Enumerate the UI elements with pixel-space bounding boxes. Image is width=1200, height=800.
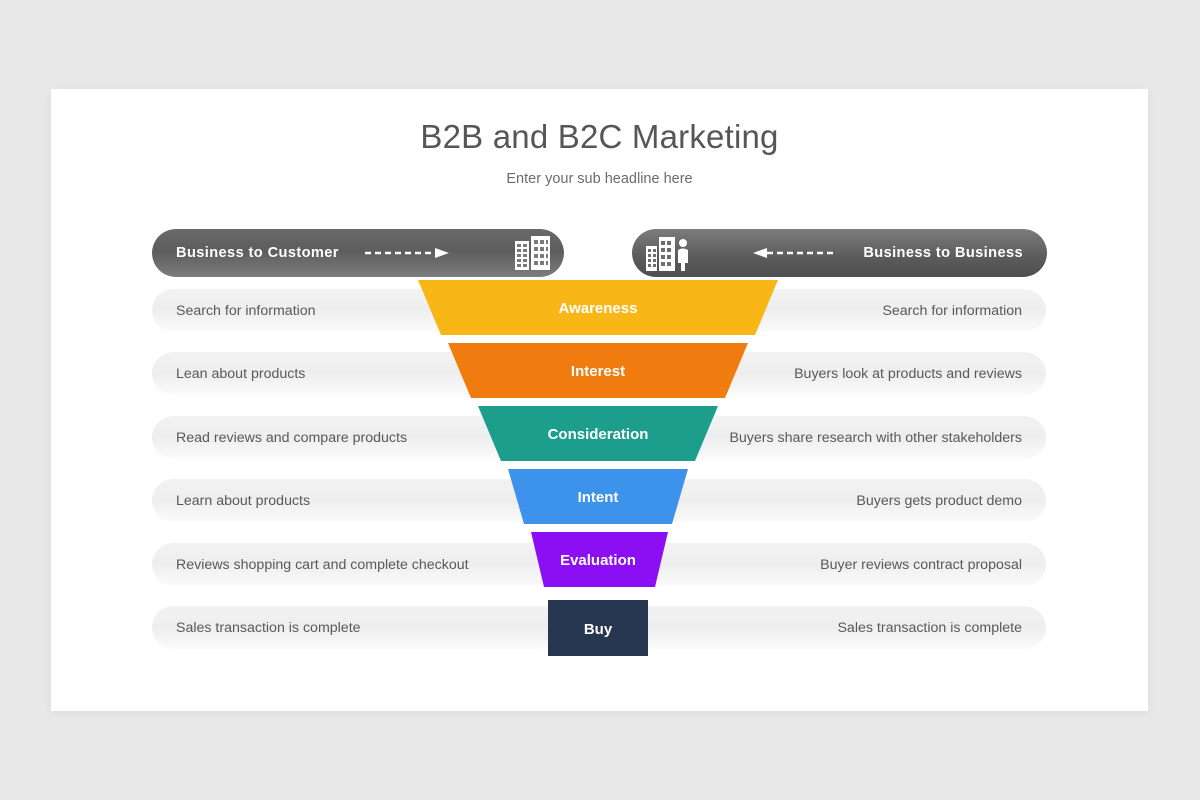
buildings-person-icon: [646, 237, 689, 271]
row-b2b-intent-label: Buyers gets product demo: [856, 492, 1022, 509]
row-b2c-evaluation[interactable]: Reviews shopping cart and complete check…: [152, 543, 599, 586]
row-b2b-buy[interactable]: Sales transaction is complete: [600, 606, 1046, 649]
row-b2c-awareness[interactable]: Search for information: [152, 289, 599, 332]
page-title: B2B and B2C Marketing: [420, 118, 779, 155]
row-b2b-awareness[interactable]: Search for information: [600, 289, 1046, 332]
banner-b2b-label: Business to Business: [863, 245, 1023, 261]
row-b2b-interest[interactable]: Buyers look at products and reviews: [600, 352, 1046, 395]
row-b2c-buy-label: Sales transaction is complete: [176, 619, 361, 636]
row-b2c-intent[interactable]: Learn about products: [152, 479, 599, 522]
row-b2c-consideration[interactable]: Read reviews and compare products: [152, 416, 599, 459]
row-b2c-interest[interactable]: Lean about products: [152, 352, 599, 395]
buildings-icon: [514, 236, 550, 270]
banner-b2c-label: Business to Customer: [176, 245, 339, 261]
banner-business-to-business[interactable]: Business to Business: [632, 229, 1047, 277]
row-b2c-consideration-label: Read reviews and compare products: [176, 429, 408, 446]
row-b2b-evaluation-label: Buyer reviews contract proposal: [820, 556, 1022, 573]
row-b2b-intent[interactable]: Buyers gets product demo: [600, 479, 1046, 522]
page-subtitle: Enter your sub headline here: [506, 171, 693, 187]
row-b2b-awareness-label: Search for information: [882, 302, 1022, 319]
row-b2b-interest-label: Buyers look at products and reviews: [794, 365, 1022, 382]
row-b2b-buy-label: Sales transaction is complete: [837, 619, 1022, 636]
row-b2b-consideration[interactable]: Buyers share research with other stakeho…: [600, 416, 1046, 459]
row-b2c-interest-label: Lean about products: [176, 365, 306, 382]
row-b2c-awareness-label: Search for information: [176, 302, 316, 319]
arrow-left-dashed-icon: [753, 248, 838, 258]
row-b2b-consideration-label: Buyers share research with other stakeho…: [729, 429, 1022, 446]
row-b2c-buy[interactable]: Sales transaction is complete: [152, 606, 599, 649]
banner-business-to-customer[interactable]: Business to Customer: [152, 229, 564, 277]
slide-card: B2B and B2C Marketing Enter your sub hea…: [51, 89, 1148, 711]
row-b2b-evaluation[interactable]: Buyer reviews contract proposal: [600, 543, 1046, 586]
row-b2c-intent-label: Learn about products: [176, 492, 311, 509]
row-b2c-evaluation-label: Reviews shopping cart and complete check…: [176, 556, 469, 573]
arrow-right-dashed-icon: [364, 248, 449, 258]
